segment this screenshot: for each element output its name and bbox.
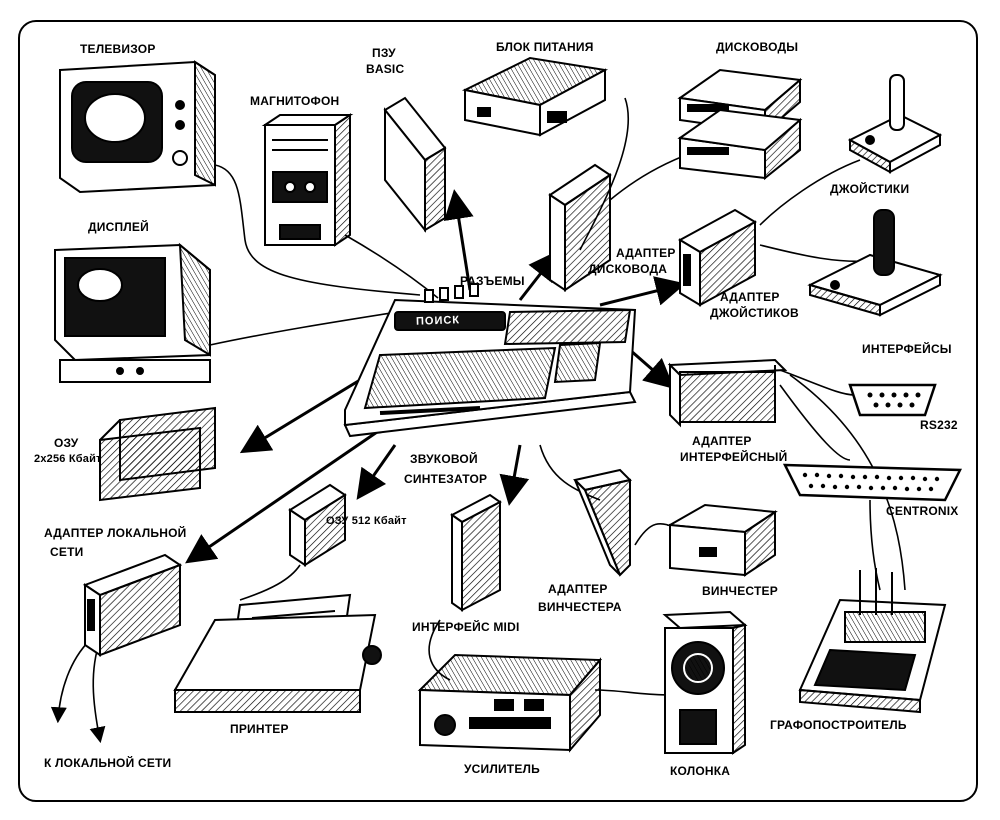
ram-2x256-label-2: 2х256 Кбайт xyxy=(34,453,102,465)
centronix-label: CENTRONIX xyxy=(886,504,959,518)
interface-adapter-label-1: АДАПТЕР xyxy=(692,434,752,448)
tape-recorder-label: МАГНИТОФОН xyxy=(250,94,340,108)
lan-adapter-icon xyxy=(82,553,183,657)
winchester-icon xyxy=(666,503,778,577)
interface-adapter-icon xyxy=(667,358,788,428)
rs232-connector-icon xyxy=(848,383,937,417)
fdd-adapter-icon xyxy=(548,163,612,292)
winchester-label: ВИНЧЕСТЕР xyxy=(702,584,778,598)
joystick-adapter-label-1: АДАПТЕР xyxy=(720,290,780,304)
amplifier-icon xyxy=(417,653,603,753)
ram-512-icon xyxy=(288,483,347,567)
ram-512-label: ОЗУ 512 Кбайт xyxy=(326,515,407,527)
rom-label: ПЗУ xyxy=(372,46,396,60)
joysticks-label: ДЖОЙСТИКИ xyxy=(830,182,910,196)
interface-adapter-label-2: ИНТЕРФЕЙСНЫЙ xyxy=(680,450,788,464)
hdd-adapter-icon xyxy=(573,468,632,577)
floppy-drives-icon xyxy=(677,68,803,181)
tape-recorder-icon xyxy=(261,113,354,247)
plotter-label: ГРАФОПОСТРОИТЕЛЬ xyxy=(770,718,907,732)
synth-label-1: ЗВУКОВОЙ xyxy=(410,452,478,466)
display-label: ДИСПЛЕЙ xyxy=(88,220,149,234)
arrows xyxy=(185,189,686,564)
floppy-drives-label: ДИСКОВОДЫ xyxy=(716,40,799,54)
fdd-adapter-label-2: ДИСКОВОДА xyxy=(588,262,668,276)
tv-icon xyxy=(59,60,216,194)
joystick-adapter-label-2: ДЖОЙСТИКОВ xyxy=(710,306,799,320)
connectors-label: РАЗЪЕМЫ xyxy=(460,274,525,288)
joystick-adapter-icon xyxy=(677,208,758,307)
rs232-label: RS232 xyxy=(920,418,958,432)
hdd-adapter-label-2: ВИНЧЕСТЕРА xyxy=(538,600,622,614)
lan-label: К ЛОКАЛЬНОЙ СЕТИ xyxy=(44,756,172,770)
power-supply-label: БЛОК ПИТАНИЯ xyxy=(496,40,594,54)
synth-label-2: СИНТЕЗАТОР xyxy=(404,472,488,486)
fdd-adapter-label-1: АДАПТЕР xyxy=(616,246,676,260)
power-supply-icon xyxy=(461,56,609,137)
tv-label: ТЕЛЕВИЗОР xyxy=(80,42,156,56)
rom-basic-label: BASIC xyxy=(366,62,405,76)
speaker-label: КОЛОНКА xyxy=(670,764,731,778)
lan-adapter-label-2: СЕТИ xyxy=(50,545,84,559)
midi-interface-label: ИНТЕРФЕЙС MIDI xyxy=(412,620,520,634)
computer-icon xyxy=(343,283,637,438)
lan-adapter-label-1: АДАПТЕР ЛОКАЛЬНОЙ xyxy=(44,526,187,540)
joystick-bottom-icon xyxy=(807,209,943,317)
joystick-top-icon xyxy=(847,74,943,174)
amplifier-label: УСИЛИТЕЛЬ xyxy=(464,762,540,776)
interfaces-label: ИНТЕРФЕЙСЫ xyxy=(862,342,952,356)
speaker-icon xyxy=(662,610,748,755)
hdd-adapter-label-1: АДАПТЕР xyxy=(548,582,608,596)
ram-2x256-label-1: ОЗУ xyxy=(54,436,79,450)
ram-2x256-icon xyxy=(99,406,216,502)
midi-interface-icon xyxy=(450,493,502,612)
diagram-frame xyxy=(18,20,978,802)
plotter-icon xyxy=(798,568,947,714)
brand-label: ПОИСК xyxy=(415,314,461,328)
display-icon xyxy=(54,242,211,383)
printer-icon xyxy=(173,593,382,713)
printer-label: ПРИНТЕР xyxy=(230,722,289,736)
centronix-connector-icon xyxy=(782,463,962,502)
rom-basic-icon xyxy=(383,96,447,233)
